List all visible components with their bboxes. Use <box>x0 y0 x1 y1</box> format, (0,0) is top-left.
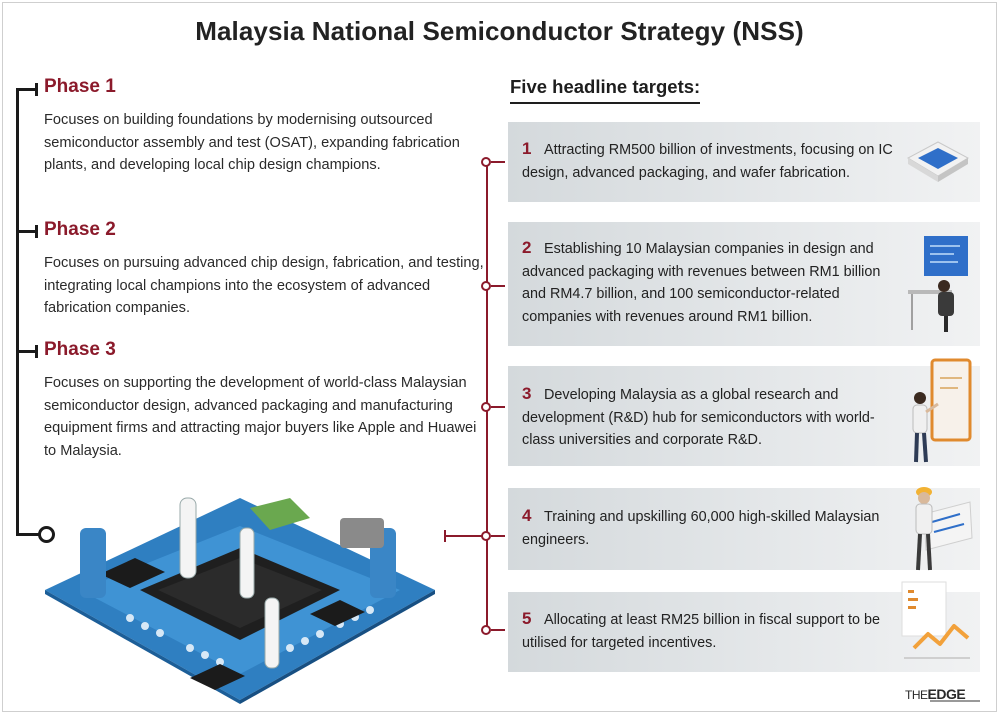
phase-timeline-line <box>16 88 19 536</box>
target-4-text: Training and upskilling 60,000 high-skil… <box>522 509 880 548</box>
timeline-connector-cap <box>444 530 446 542</box>
target-1-text: Attracting RM500 billion of investments,… <box>522 142 893 181</box>
timeline-end-line <box>16 533 42 536</box>
target-card-3: 3 Developing Malaysia as a global resear… <box>508 358 980 466</box>
phase-1-description: Focuses on building foundations by moder… <box>44 112 460 173</box>
logo-underline <box>930 700 980 702</box>
target-card-5: 5 Allocating at least RM25 billion in fi… <box>508 581 980 672</box>
target-card-4: 4 Training and upskilling 60,000 high-sk… <box>508 487 980 571</box>
target-card-1: 1 Attracting RM500 billion of investment… <box>508 122 980 202</box>
target-2-text: Establishing 10 Malaysian companies in d… <box>522 241 881 325</box>
page-title: Malaysia National Semiconductor Strategy… <box>195 16 804 46</box>
phase-1-marker <box>16 83 38 96</box>
researcher-with-screen-icon <box>912 358 972 463</box>
target-5-text: Allocating at least RM25 billion in fisc… <box>522 612 880 651</box>
timeline-end-circle-icon <box>38 526 55 543</box>
phase-3-description: Focuses on supporting the development of… <box>44 375 477 459</box>
target-4-node <box>481 531 505 543</box>
circuit-board-illustration <box>45 497 435 704</box>
chip-icon <box>906 141 970 182</box>
target-4-number: 4 <box>522 506 532 525</box>
target-3-node <box>481 402 505 414</box>
designer-at-desk-icon <box>908 236 968 332</box>
target-1-node <box>481 157 505 169</box>
financial-chart-icon <box>901 581 970 659</box>
target-1-number: 1 <box>522 139 532 158</box>
target-card-2: 2 Establishing 10 Malaysian companies in… <box>508 222 980 346</box>
phase-1-title: Phase 1 <box>44 76 116 97</box>
targets-timeline-line <box>486 158 488 630</box>
engineer-with-blueprint-icon <box>915 487 973 571</box>
phase-2-title: Phase 2 <box>44 219 116 240</box>
targets-heading: Five headline targets: <box>510 76 701 104</box>
target-3-text: Developing Malaysia as a global research… <box>522 387 875 448</box>
target-2-node <box>481 281 505 293</box>
phase-2-description: Focuses on pursuing advanced chip design… <box>44 255 484 316</box>
the-edge-logo: THEEDGE <box>905 686 966 702</box>
phase-3-marker <box>16 345 38 358</box>
target-5-node <box>481 625 505 637</box>
target-5-number: 5 <box>522 609 532 628</box>
timeline-connector <box>444 535 486 537</box>
target-3-number: 3 <box>522 384 532 403</box>
phase-3-title: Phase 3 <box>44 339 116 360</box>
target-2-number: 2 <box>522 238 532 257</box>
phase-2-marker <box>16 225 38 238</box>
